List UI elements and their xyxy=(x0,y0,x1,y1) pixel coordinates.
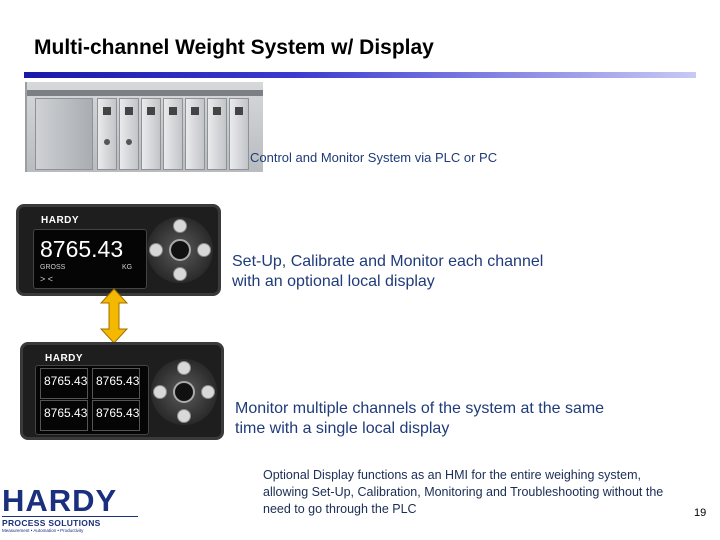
plc-rack-image xyxy=(25,82,263,172)
plc-rail xyxy=(27,90,263,96)
keypad-up-button[interactable] xyxy=(173,219,187,233)
keypad-right-button[interactable] xyxy=(201,385,215,399)
unit-label: KG xyxy=(122,264,133,271)
plc-module xyxy=(141,98,161,170)
keypad-down-button[interactable] xyxy=(177,409,191,423)
channel-reading: 8765.43 xyxy=(96,406,140,420)
channel-cell: 8765.43 xyxy=(40,400,88,431)
keypad-right-button[interactable] xyxy=(197,243,211,257)
plc-module xyxy=(119,98,139,170)
title-underline xyxy=(24,72,696,78)
channel-cell: 8765.43 xyxy=(40,368,88,399)
plc-power-supply xyxy=(35,98,93,170)
plc-module xyxy=(185,98,205,170)
device-brand: HARDY xyxy=(45,353,84,364)
device-brand: HARDY xyxy=(41,215,80,226)
mode-label: GROSS xyxy=(40,264,66,271)
keypad-left-button[interactable] xyxy=(149,243,163,257)
navigation-keypad xyxy=(147,217,213,283)
caption-control: Control and Monitor System via PLC or PC xyxy=(250,150,498,165)
channel-reading: 8765.43 xyxy=(44,374,88,388)
weight-reading: 8765.43 xyxy=(40,236,124,262)
keypad-enter-button[interactable] xyxy=(169,239,191,261)
keypad-left-button[interactable] xyxy=(153,385,167,399)
logo-tagline: Measurement • Automation • Productivity xyxy=(2,528,84,533)
channel-reading: 8765.43 xyxy=(96,374,140,388)
caption-setup: Set-Up, Calibrate and Monitor each chann… xyxy=(232,253,544,290)
plc-module xyxy=(207,98,227,170)
display-screen: 8765.43 GROSS KG > < xyxy=(33,229,147,289)
plc-module xyxy=(97,98,117,170)
channel-cell: 8765.43 xyxy=(92,400,140,431)
keypad-down-button[interactable] xyxy=(173,267,187,281)
plc-module xyxy=(229,98,249,170)
single-channel-display: HARDY 8765.43 GROSS KG > < xyxy=(16,204,221,296)
logo-wordmark: HARDY xyxy=(2,483,118,518)
channel-reading: 8765.43 xyxy=(44,406,88,420)
channel-cell: 8765.43 xyxy=(92,368,140,399)
keypad-up-button[interactable] xyxy=(177,361,191,375)
caption-monitor: Monitor multiple channels of the system … xyxy=(235,400,605,437)
page-number: 19 xyxy=(694,507,707,519)
navigation-keypad xyxy=(151,359,217,425)
logo-subtitle: PROCESS SOLUTIONS xyxy=(2,516,138,528)
caption-optional-hmi: Optional Display functions as an HMI for… xyxy=(263,468,664,516)
center-zero-indicator: > < xyxy=(40,274,54,284)
multi-channel-display: HARDY 8765.43 8765.43 8765.43 8765.43 xyxy=(20,342,224,440)
plc-module xyxy=(163,98,183,170)
double-arrow-icon xyxy=(100,288,128,344)
keypad-enter-button[interactable] xyxy=(173,381,195,403)
hardy-logo: HARDY PROCESS SOLUTIONS Measurement • Au… xyxy=(2,483,138,533)
slide-title: Multi-channel Weight System w/ Display xyxy=(34,36,434,59)
display-screen: 8765.43 8765.43 8765.43 8765.43 xyxy=(35,365,149,435)
